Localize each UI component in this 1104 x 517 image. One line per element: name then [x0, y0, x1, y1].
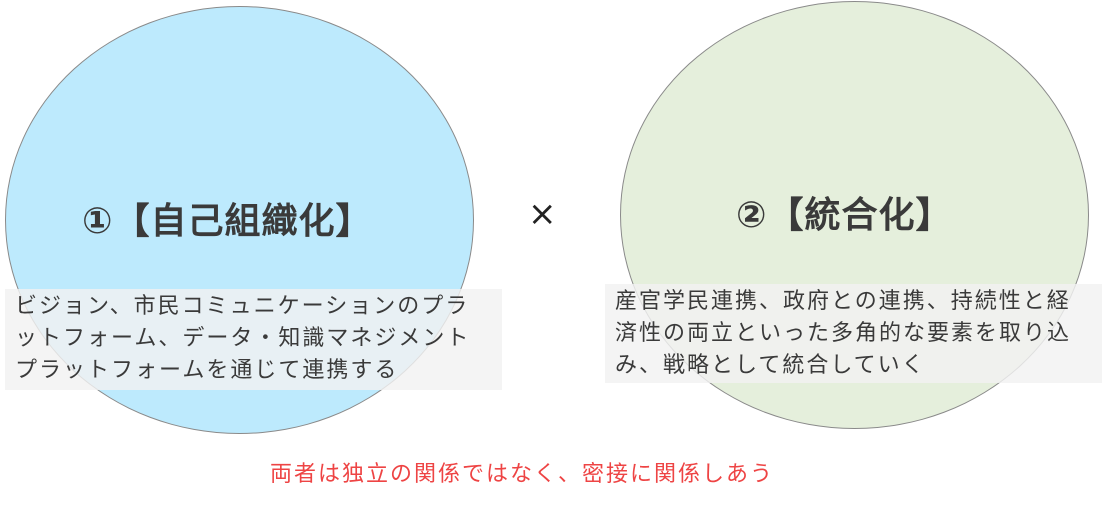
integration-description: 産官学民連携、政府との連携、持続性と経済性の両立といった多角的な要素を取り込み、… [605, 284, 1102, 383]
multiply-icon: × [528, 194, 557, 234]
self-organization-description: ビジョン、市民コミュニケーションのプラットフォーム、データ・知識マネジメントプラ… [5, 289, 502, 390]
self-organization-title: ①【自己組織化】 [82, 201, 373, 242]
relationship-caption: 両者は独立の関係ではなく、密接に関係しあう [270, 462, 775, 487]
integration-title: ②【統合化】 [736, 195, 953, 236]
